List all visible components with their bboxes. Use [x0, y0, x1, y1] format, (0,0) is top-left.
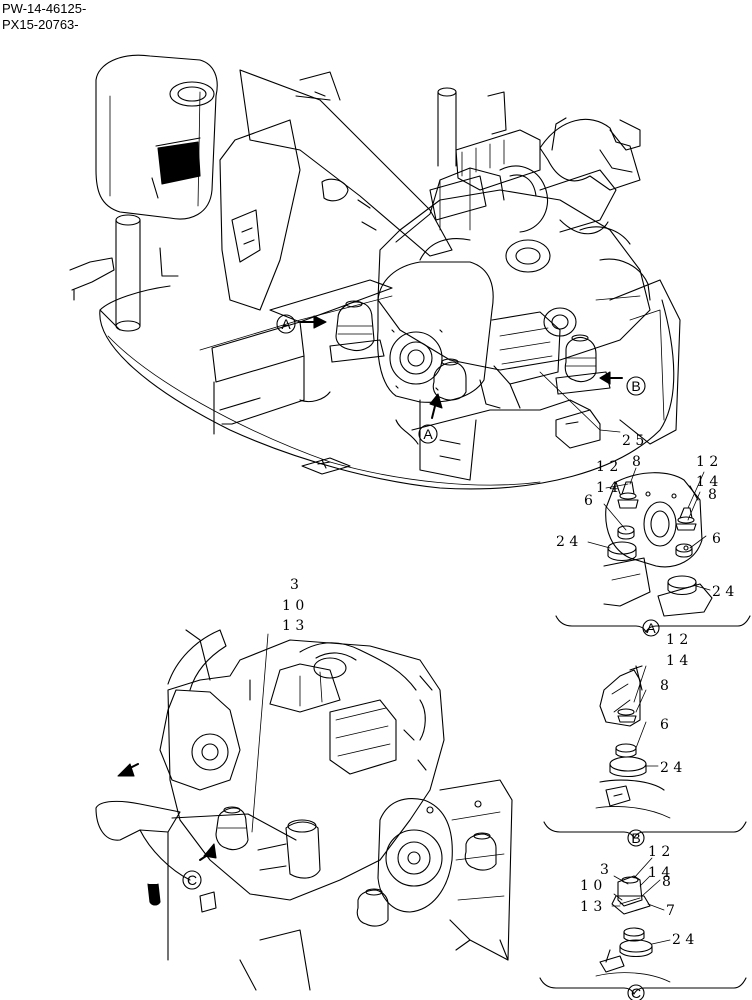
detail-B-part-12: 1 2 — [666, 632, 688, 648]
detail-B-part-8: 8 — [660, 678, 669, 694]
upper-structure-frame — [69, 54, 681, 490]
detail-A-part-12-right: 1 2 — [696, 454, 718, 470]
detail-A-part-6-right: 6 — [712, 531, 721, 547]
view-C-callout: C — [187, 872, 197, 888]
detail-C-part-8: 8 — [662, 874, 671, 890]
detail-C-labels: 1 2 1 4 3 8 1 0 1 3 7 2 4 C — [580, 844, 694, 1000]
engine-assembly-upper — [377, 117, 651, 409]
detail-A-part-8-left: 8 — [632, 454, 641, 470]
detail-B-part-14: 1 4 — [666, 653, 688, 669]
lower-view-labels: 3 1 0 1 3 C — [187, 577, 304, 888]
engine-mounts-upper — [329, 300, 611, 401]
serial-range-2: PX15-20763- — [2, 17, 79, 32]
lower-part-3: 3 — [290, 577, 299, 593]
view-A-callout-left: A — [281, 316, 291, 332]
detail-A-part-6-left: 6 — [584, 493, 593, 509]
detail-A-part-24-left: 2 4 — [556, 534, 578, 550]
detail-C-part-12: 1 2 — [648, 844, 670, 860]
detail-A-part-8-right: 8 — [708, 487, 717, 503]
detail-A-part-24-right: 2 4 — [712, 584, 734, 600]
view-B-callout: B — [631, 378, 640, 394]
detail-view-C — [539, 857, 747, 1000]
detail-view-B — [543, 665, 747, 847]
detail-B-labels: 1 2 1 4 8 6 2 4 B — [631, 632, 688, 846]
detail-C-title: C — [631, 985, 641, 1000]
detail-B-title: B — [631, 830, 640, 846]
serial-range-1: PW-14-46125- — [2, 1, 87, 16]
detail-B-part-24: 2 4 — [660, 760, 682, 776]
view-A-callout-bottom: A — [423, 426, 433, 442]
part-label-25: 2 5 — [622, 433, 644, 449]
detail-A-part-12-left: 1 2 — [596, 459, 618, 475]
detail-C-part-24: 2 4 — [672, 932, 694, 948]
detail-view-A — [555, 467, 751, 637]
detail-C-part-14: 1 4 — [648, 865, 670, 881]
detail-A-part-14-left: 1 4 — [596, 480, 618, 496]
detail-C-part-7: 7 — [666, 903, 675, 919]
detail-C-part-13: 1 3 — [580, 899, 602, 915]
lower-part-10: 1 0 — [282, 598, 304, 614]
detail-A-title: A — [646, 620, 656, 636]
detail-B-part-6: 6 — [660, 717, 669, 733]
lower-part-13: 1 3 — [282, 618, 304, 634]
detail-C-part-10: 1 0 — [580, 878, 602, 894]
detail-C-part-3: 3 — [600, 862, 609, 878]
detail-A-part-14-right: 1 4 — [696, 474, 718, 490]
lower-engine-view — [95, 629, 513, 991]
main-view-labels: A A B 2 5 — [281, 316, 644, 449]
detail-A-labels: 1 2 8 1 4 6 2 4 1 2 1 4 8 6 2 4 A — [556, 454, 734, 636]
